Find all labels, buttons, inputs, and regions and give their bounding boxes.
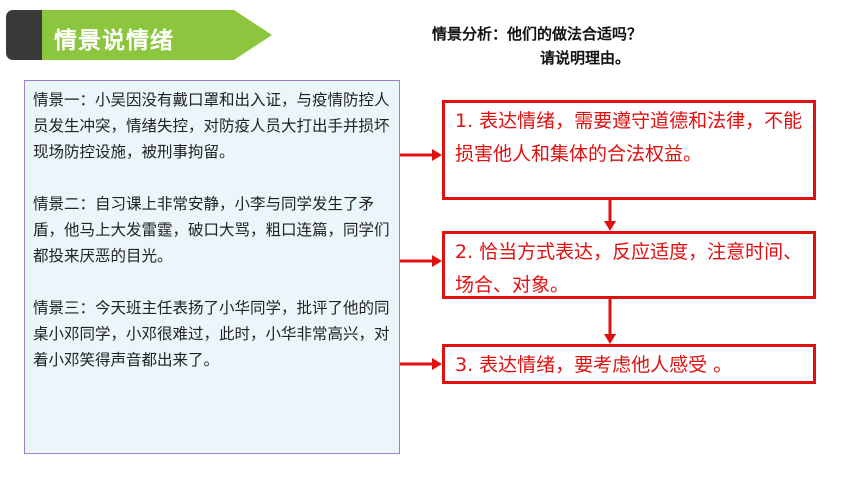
title-banner: 情景说情绪: [6, 10, 274, 60]
scenario-box: 情景一：小吴因没有戴口罩和出入证，与疫情防控人员发生冲突，情绪失控，对防疫人员大…: [24, 80, 400, 454]
page-title: 情景说情绪: [54, 28, 174, 54]
point-2-box: 2. 恰当方式表达，反应适度，注意时间、场合、对象。: [442, 231, 816, 299]
arrow-point-1-to-2-head: [604, 221, 616, 231]
arrow-to-point-1-head: [432, 149, 442, 161]
question-line-1: 情景分析：他们的做法合适吗？: [432, 25, 643, 43]
question-line-2: 请说明理由。: [540, 49, 631, 67]
point-1-box: 1. 表达情绪，需要遵守道德和法律，不能损害他人和集体的合法权益。: [442, 100, 816, 200]
arrow-to-point-2-head: [432, 255, 442, 267]
arrow-point-2-to-3-head: [604, 334, 616, 344]
scenario-2: 情景二：自习课上非常安静，小李与同学发生了矛盾，他马上大发雷霆，破口大骂，粗口连…: [33, 195, 390, 265]
point-3-box: 3. 表达情绪，要考虑他人感受 。: [442, 344, 816, 384]
arrow-to-point-3-head: [432, 358, 442, 370]
banner-shape: [6, 10, 272, 60]
scenario-3: 情景三：今天班主任表扬了小华同学，批评了他的同桌小邓同学，小邓很难过，此时，小华…: [33, 299, 390, 369]
question-prompt: 情景分析：他们的做法合适吗？ 请说明理由。: [432, 22, 642, 70]
scenario-1: 情景一：小吴因没有戴口罩和出入证，与疫情防控人员发生冲突，情绪失控，对防疫人员大…: [33, 91, 390, 161]
